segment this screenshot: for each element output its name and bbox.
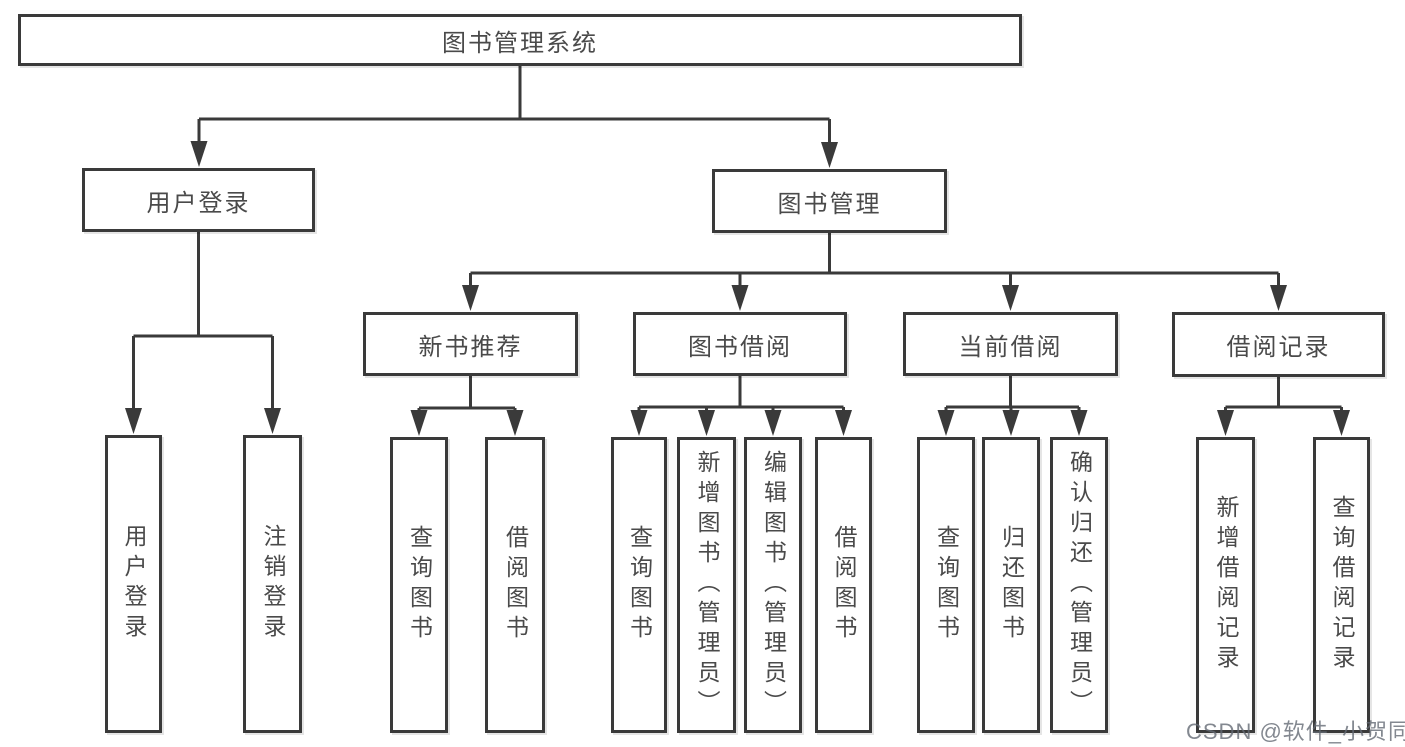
csdn-watermark: CSDN @软件_小贺同学 — [1186, 719, 1405, 744]
node-borrowing-records: 借阅记录 — [1172, 312, 1385, 377]
leaf-current-query-books: 查询图书 — [917, 437, 975, 733]
leaf-borrowing-query-books: 查询图书 — [611, 437, 667, 733]
node-user-login-branch: 用户登录 — [82, 168, 315, 232]
leaf-records-add-record: 新增借阅记录 — [1196, 437, 1255, 733]
node-book-borrowing: 图书借阅 — [633, 312, 847, 376]
arrowheads — [125, 141, 1350, 436]
node-current-borrowing: 当前借阅 — [903, 312, 1118, 376]
leaf-records-query-record: 查询借阅记录 — [1313, 437, 1370, 733]
leaf-borrowing-edit-books-admin: 编辑图书（管理员） — [744, 437, 802, 733]
leaf-newbook-query-books: 查询图书 — [390, 437, 448, 733]
leaf-borrowing-borrow-books: 借阅图书 — [815, 437, 872, 733]
leaf-logout: 注销登录 — [243, 435, 302, 733]
leaf-user-login: 用户登录 — [105, 435, 162, 733]
leaf-current-confirm-return-admin: 确认归还（管理员） — [1050, 437, 1108, 733]
node-root-system: 图书管理系统 — [18, 14, 1022, 66]
node-book-management-branch: 图书管理 — [712, 169, 947, 233]
node-new-book-recommend: 新书推荐 — [363, 312, 578, 376]
leaf-current-return-books: 归还图书 — [982, 437, 1040, 733]
leaf-borrowing-add-books-admin: 新增图书（管理员） — [677, 437, 736, 733]
leaf-newbook-borrow-books: 借阅图书 — [485, 437, 545, 733]
